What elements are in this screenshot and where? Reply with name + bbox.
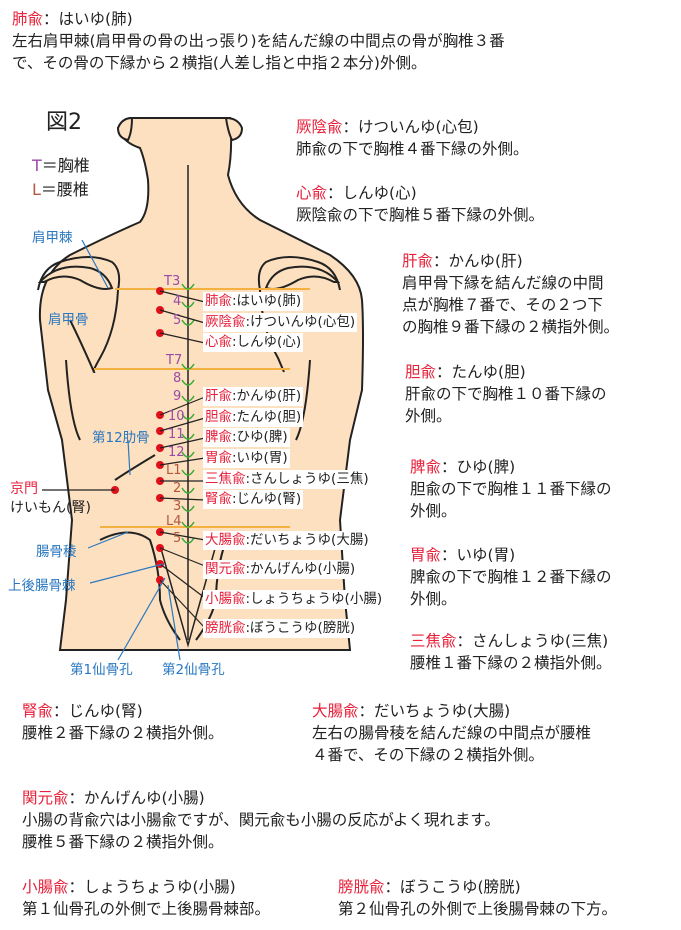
text-block-sanshoyu: 三焦兪：さんしょうゆ(三焦) 腰椎１番下縁の２横指外側。 [410,632,612,672]
vertebra-label: 4 [173,294,182,309]
point-label-jinyu: 腎兪:じんゆ(腎) [203,490,304,509]
point-label-bokoyu: 膀胱兪:ぼうこうゆ(膀胱) [203,619,358,638]
description-line: 左右肩甲棘(肩甲骨の骨の出っ張り)を結んだ線の中間点の骨が胸椎３番 [12,32,505,50]
text-block-shinyu: 心兪：しんゆ(心) 厥陰兪の下で胸椎５番下縁の外側。 [296,184,545,224]
label-sacral-foramen-1: 第1仙骨孔 [70,662,133,678]
text-block-tanyu: 胆兪：たんゆ(胆) 肝兪の下で胸椎１０番下縁の 外側。 [405,363,607,425]
text-block-kangenyu: 関元兪：かんげんゆ(小腸) 小腸の背兪穴は小腸兪ですが、関元兪も小腸の反応がよく… [22,789,500,851]
vertebra-label: T7 [166,353,183,368]
text-block-bokoyu: 膀胱兪：ぼうこうゆ(膀胱) 第２仙骨孔の外側で上後腸骨棘の下方。 [338,878,618,918]
vertebra-label: 5 [173,531,182,546]
point-label-shochoyu: 小腸兪:しょうちょうゆ(小腸) [203,590,385,609]
point-label-ketsuinyu: 厥陰兪:けついんゆ(心包) [203,313,358,332]
label-scapular-spine: 肩甲棘 [32,230,73,246]
text-block-shochoyu: 小腸兪：しょうちょうゆ(小腸) 第１仙骨孔の外側で上後腸骨棘部。 [22,878,271,918]
description-line: で、その骨の下縁から２横指(人差し指と中指２本分)外側。 [12,54,427,72]
text-block-ketsuinyu: 厥陰兪：けついんゆ(心包) 肺兪の下で胸椎４番下縁の外側。 [296,118,529,158]
vertebra-label: 12 [168,445,185,460]
text-block-kanyu: 肝兪：かんゆ(肝) 肩甲骨下縁を結んだ線の中間 点が胸椎７番で、その２つ下 の胸… [402,252,620,336]
point-label-kanyu: 肝兪:かんゆ(肝) [203,387,304,406]
label-iliac-crest: 腸骨稜 [36,544,77,560]
point-label-daichoyu: 大腸兪:だいちょうゆ(大腸) [203,531,371,550]
legend-item-lumbar: L＝腰椎 [32,180,89,199]
text-block-haiyu: 肺兪：はいゆ(肺) 左右肩甲棘(肩甲骨の骨の出っ張り)を結んだ線の中間点の骨が胸… [12,8,505,74]
vertebra-label: T3 [164,274,181,289]
point-label-kangenyu: 関元兪:かんげんゆ(小腸) [203,560,358,579]
vertebra-label: 11 [168,427,185,442]
text-block-iyu: 胃兪：いゆ(胃) 脾兪の下で胸椎１２番下縁の 外側。 [410,546,612,608]
label-scapula: 肩甲骨 [48,312,89,328]
point-label-tanyu: 胆兪:たんゆ(胆) [203,408,304,427]
back-figure-drawing [37,117,364,661]
vertebra-label: 8 [173,371,182,386]
point-reading: ：はいゆ(肺) [43,10,133,28]
point-name: 肺兪 [12,10,44,28]
figure-title: 図2 [46,110,82,135]
point-label-hiyu: 脾兪:ひゆ(脾) [203,428,290,447]
point-label-shinyu: 心兪:しんゆ(心) [203,333,304,352]
vertebra-label: 5 [173,313,182,328]
legend-item-thoracic: T＝胸椎 [32,156,90,175]
text-block-hiyu: 脾兪：ひゆ(脾) 胆兪の下で胸椎１１番下縁の 外側。 [410,458,612,520]
point-label-sanshoyu: 三焦兪:さんしょうゆ(三焦) [203,470,371,489]
label-sacral-foramen-2: 第2仙骨孔 [162,662,225,678]
point-label-haiyu: 肺兪:はいゆ(肺) [203,292,304,311]
vertebra-label: L4 [166,514,182,529]
vertebra-label: 10 [168,409,185,424]
label-rib12: 第12肋骨 [92,430,150,446]
text-block-daichoyu: 大腸兪：だいちょうゆ(大腸) 左右の腸骨稜を結んだ線の中間点が腰椎 ４番で、その… [312,702,592,764]
vertebra-label: 2 [173,481,182,496]
label-keimon: 京門 けいもん(腎) [10,481,91,516]
vertebra-label: L1 [166,463,182,478]
point-label-iyu: 胃兪:いゆ(胃) [203,449,290,468]
legend: T＝胸椎 L＝腰椎 [32,154,90,202]
label-psis: 上後腸骨棘 [8,578,76,594]
vertebra-label: 9 [173,389,182,404]
text-block-jinyu: 腎兪：じんゆ(腎) 腰椎２番下縁の２横指外側。 [22,702,224,742]
vertebra-label: 3 [173,499,182,514]
